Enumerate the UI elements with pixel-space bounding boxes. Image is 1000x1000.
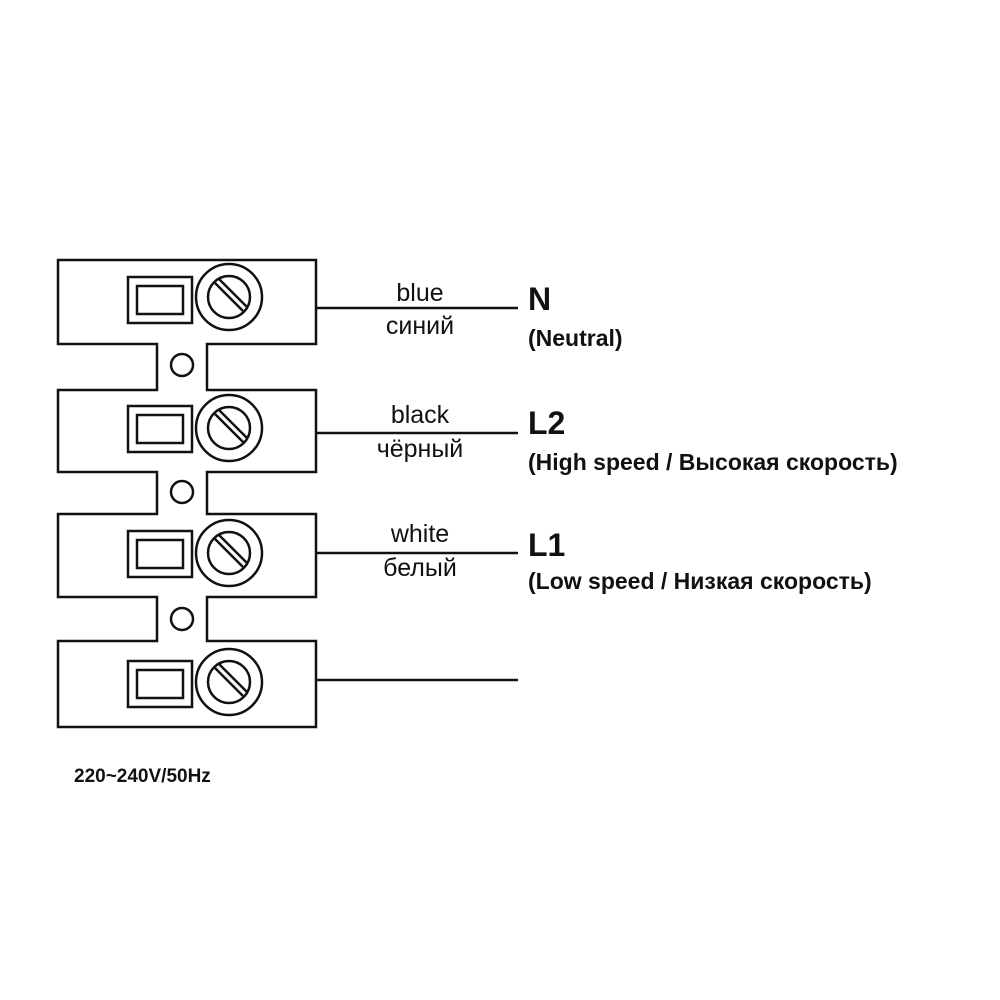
mounting-hole bbox=[169, 352, 195, 378]
screw-icon bbox=[194, 262, 264, 332]
wire-slot bbox=[126, 275, 194, 325]
terminal-2 bbox=[126, 393, 264, 463]
terminal-description: (High speed / Высокая скорость) bbox=[528, 449, 898, 475]
wire-slot bbox=[126, 659, 194, 709]
voltage-label: 220~240V/50Hz bbox=[74, 766, 211, 787]
terminal-3 bbox=[126, 518, 264, 588]
mounting-hole bbox=[169, 479, 195, 505]
terminal-code: N bbox=[528, 281, 551, 317]
wire-color-ru: чёрный bbox=[377, 435, 464, 463]
screw-icon bbox=[194, 393, 264, 463]
wire-color-en: blue bbox=[396, 279, 443, 307]
terminal-4 bbox=[126, 647, 264, 717]
wire-color-en: white bbox=[390, 520, 449, 548]
mounting-hole bbox=[169, 606, 195, 632]
screw-icon bbox=[194, 518, 264, 588]
terminal-1 bbox=[126, 262, 264, 332]
wire-color-ru: синий bbox=[386, 312, 454, 340]
wire-slot bbox=[126, 529, 194, 579]
wire-color-en: black bbox=[391, 401, 450, 429]
terminal-description: (Low speed / Низкая скорость) bbox=[528, 568, 872, 594]
terminal-description: (Neutral) bbox=[528, 325, 623, 351]
wire-color-ru: белый bbox=[383, 554, 457, 582]
screw-icon bbox=[194, 647, 264, 717]
wire-slot bbox=[126, 404, 194, 454]
terminal-code: L2 bbox=[528, 405, 565, 441]
terminal-code: L1 bbox=[528, 527, 565, 563]
